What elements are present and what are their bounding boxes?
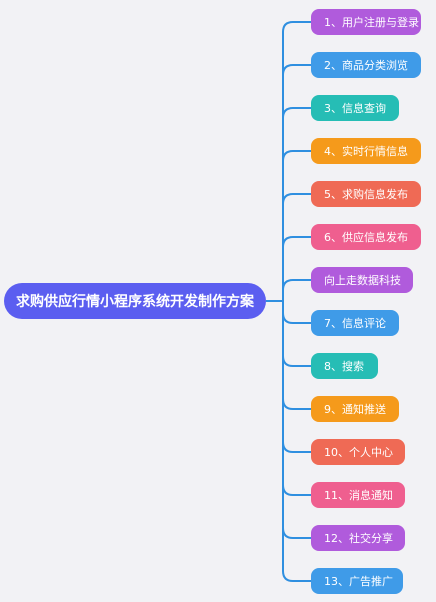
root-node: 求购供应行情小程序系统开发制作方案 (4, 283, 266, 319)
branch-connector (282, 236, 311, 301)
branch-connector (282, 21, 311, 301)
branch-node: 4、实时行情信息 (311, 138, 421, 164)
branch-connector (282, 193, 311, 301)
branch-connector (282, 279, 311, 301)
branch-node: 13、广告推广 (311, 568, 403, 594)
branch-connector (282, 301, 311, 410)
branch-node: 1、用户注册与登录 (311, 9, 421, 35)
branch-connector (282, 301, 311, 582)
branch-connector (282, 301, 311, 367)
branch-node: 12、社交分享 (311, 525, 405, 551)
branch-node: 5、求购信息发布 (311, 181, 421, 207)
branch-node: 6、供应信息发布 (311, 224, 421, 250)
branch-connector (282, 107, 311, 301)
branch-connector (282, 301, 311, 539)
branch-node: 3、信息查询 (311, 95, 399, 121)
branch-node: 向上走数据科技 (311, 267, 413, 293)
branch-node: 9、通知推送 (311, 396, 399, 422)
branch-node: 8、搜索 (311, 353, 378, 379)
branch-connector (282, 64, 311, 301)
branch-node: 7、信息评论 (311, 310, 399, 336)
branch-node: 11、消息通知 (311, 482, 405, 508)
branch-node: 2、商品分类浏览 (311, 52, 421, 78)
branch-connector (282, 301, 311, 496)
branch-connector (282, 301, 311, 324)
branch-connector (282, 150, 311, 301)
branch-node: 10、个人中心 (311, 439, 405, 465)
